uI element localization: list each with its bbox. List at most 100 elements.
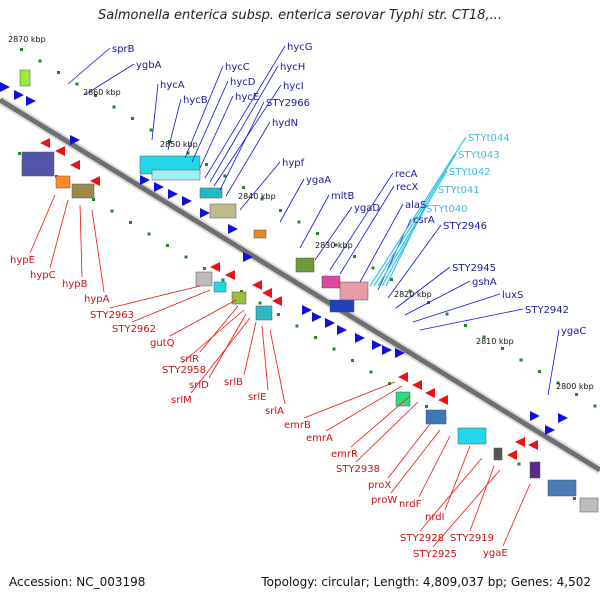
leader-line [469, 465, 495, 532]
tick-dot [332, 347, 336, 351]
reverse-arrow [412, 380, 422, 390]
tick-dot [75, 82, 79, 86]
leader-line [79, 204, 83, 278]
gene-box [21, 151, 55, 177]
forward-arrow [530, 411, 540, 421]
gene-label-bottom: srlE [248, 392, 266, 403]
gene-box [231, 291, 247, 305]
gene-label-top: hycB [183, 95, 208, 106]
tick-dot [168, 140, 171, 143]
forward-arrow [228, 224, 238, 234]
tick-dot [464, 324, 467, 327]
gene-label-top: STY2942 [525, 305, 569, 316]
gene-box [457, 427, 487, 445]
reverse-arrow [515, 437, 525, 447]
leader-line [181, 309, 245, 364]
leader-line [385, 207, 425, 287]
tick-dot [501, 347, 504, 350]
forward-genes [0, 69, 568, 435]
tick-dot [369, 370, 373, 374]
tick-dot [351, 359, 354, 362]
reverse-arrow [252, 280, 262, 290]
leader-line [412, 293, 501, 323]
gene-box [213, 281, 227, 293]
leader-line [369, 136, 467, 287]
tick-dot [353, 255, 356, 258]
tick-dot [445, 312, 449, 316]
gene-label-top: STY2946 [443, 221, 487, 232]
leader-line [279, 178, 305, 223]
gene-label-bottom: proW [371, 495, 397, 506]
leader-line [209, 65, 279, 183]
forward-arrow [182, 196, 192, 206]
gene-label-top: ygaA [306, 175, 331, 186]
gene-box [329, 299, 355, 313]
reverse-arrow [55, 146, 65, 156]
tick-label: 2830 kbp [315, 241, 353, 250]
gene-label-bottom: STY2962 [112, 324, 156, 335]
accession-text: Accession: NC_003198 [9, 575, 146, 589]
reverse-arrow [90, 176, 100, 186]
gene-label-top: gshA [472, 277, 497, 288]
reverse-arrow [70, 160, 80, 170]
tick-dot [390, 278, 393, 281]
forward-arrow [372, 340, 382, 350]
trna-label: STYt040 [426, 204, 468, 215]
tick-dot [20, 48, 23, 51]
leader-line [432, 469, 501, 548]
leader-line [91, 209, 105, 293]
tick-dot [279, 209, 282, 212]
tick-dot [203, 267, 206, 270]
forward-arrow [312, 312, 322, 322]
tick-dot [556, 381, 560, 385]
gene-label-top: STY2945 [452, 263, 496, 274]
tick-dot [129, 221, 132, 224]
gene-box [295, 257, 315, 273]
tick-dot [205, 163, 208, 166]
tick-label: 2870 kbp [8, 35, 46, 44]
gene-label-top: hycA [160, 80, 185, 91]
leader-line [350, 395, 411, 448]
tick-dot [408, 289, 412, 293]
tick-dot [295, 324, 299, 328]
leader-line [29, 194, 56, 254]
tick-dot [593, 404, 597, 408]
tick-dot [149, 128, 153, 132]
forward-arrow [243, 252, 253, 262]
leader-line [131, 289, 211, 323]
gene-label-top: alaS [405, 200, 426, 211]
reverse-arrow [398, 372, 408, 382]
leader-line [387, 423, 431, 479]
gene-label-top: hycI [283, 81, 304, 92]
gene-label-top: hypf [282, 158, 305, 169]
gene-label-bottom: ygaE [483, 548, 508, 559]
gene-label-bottom: STY2928 [400, 533, 444, 544]
gene-label-bottom: nrdF [399, 499, 422, 510]
gene-box [19, 69, 31, 87]
tick-dot [186, 151, 190, 155]
trna-label: STYt042 [449, 167, 491, 178]
tick-dot [240, 290, 243, 293]
gene-label-bottom: STY2958 [162, 365, 206, 376]
gene-box [395, 391, 411, 407]
leader-line [239, 161, 281, 211]
gene-label-bottom: emrA [306, 433, 333, 444]
forward-arrow [26, 96, 36, 106]
gene-box [339, 281, 369, 301]
tick-dot [184, 255, 188, 259]
leader-line [390, 429, 441, 494]
leader-line [395, 266, 451, 309]
tick-dot [112, 105, 116, 109]
tick-label: 2850 kbp [160, 140, 198, 149]
tick-dot [482, 335, 486, 339]
leader-line [243, 321, 257, 376]
tick-dot [223, 174, 227, 178]
leader-line [325, 385, 403, 432]
trna-label: STYt044 [468, 133, 510, 144]
tick-dot [166, 244, 169, 247]
gene-label-top: sprB [112, 44, 135, 55]
tick-dot [388, 382, 391, 385]
gene-label-top: csrA [413, 215, 435, 226]
tick-dot [277, 313, 280, 316]
